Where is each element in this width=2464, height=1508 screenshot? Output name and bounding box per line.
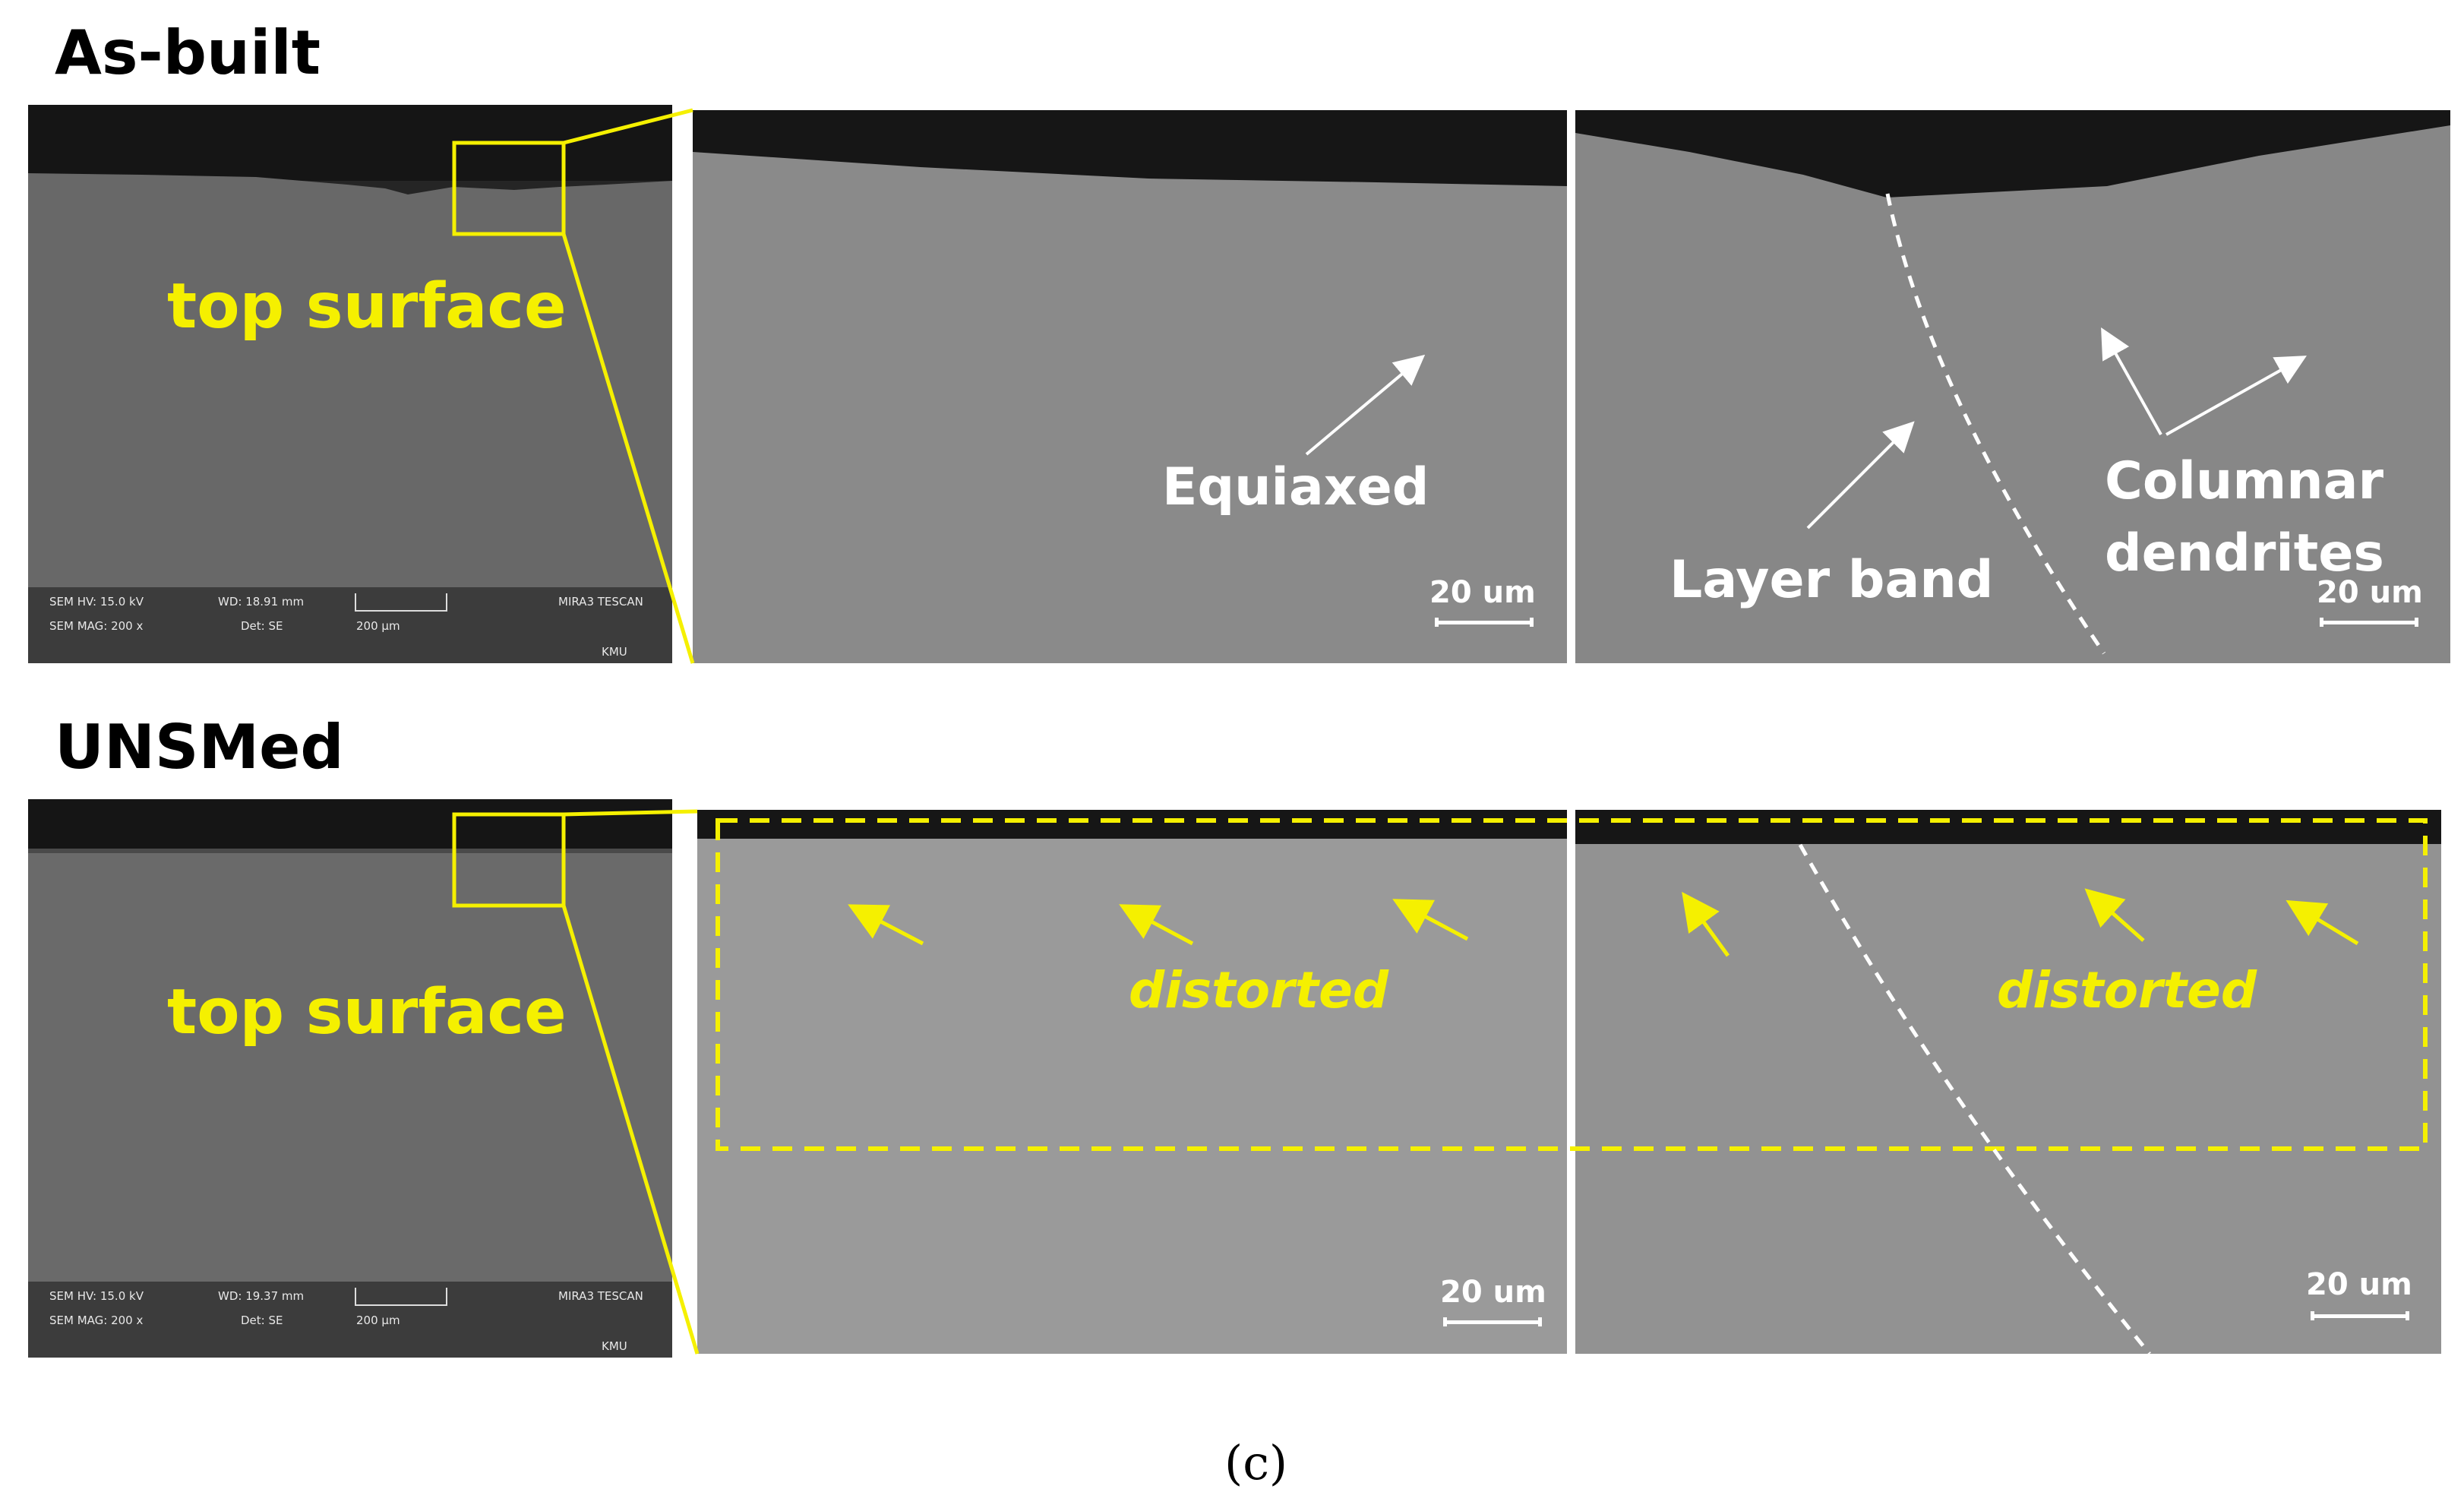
sem-det: Det: SE (241, 1314, 283, 1327)
scale-text: 20 um (2306, 1267, 2412, 1302)
sem-zoom-equiaxed: Equiaxed 20 um (693, 110, 1567, 663)
scale-bar (2320, 618, 2418, 627)
scale-text: 20 um (2317, 575, 2423, 610)
arrow-distorted (2286, 899, 2359, 946)
distorted-label: distorted (1129, 961, 1389, 1020)
arrow-layer-band (1806, 421, 1915, 530)
arrow-columnar-right (2165, 356, 2307, 436)
row-heading-unsmed: UNSMed (55, 712, 344, 782)
distorted-region-dashed (716, 818, 2428, 1151)
sem-brand: MIRA3 TESCAN (558, 1289, 643, 1303)
distorted-label: distorted (1997, 961, 2257, 1020)
sem-lab: KMU (602, 645, 627, 659)
sem-scale-ruler (355, 1288, 447, 1306)
zoom-line (561, 233, 695, 664)
overview-label: top surface (167, 976, 567, 1048)
layer-boundary-dashed (1885, 193, 2106, 655)
sem-hv: SEM HV: 15.0 kV (49, 1289, 144, 1303)
sem-overview-unsmed: top surface SEM HV: 15.0 kV WD: 19.37 mm… (28, 799, 672, 1358)
sem-scale-ruler (355, 593, 447, 612)
scale-bar (2311, 1311, 2409, 1320)
sem-wd: WD: 18.91 mm (218, 595, 305, 609)
zoom-line (563, 809, 698, 817)
layer-boundary-dashed (1798, 843, 2151, 1355)
arrow-equiaxed (1305, 354, 1426, 456)
columnar-label-line1: Columnar (2105, 451, 2384, 511)
arrow-distorted (1119, 904, 1194, 946)
sem-mag: SEM MAG: 200 x (49, 1314, 144, 1327)
layer-band-label: Layer band (1670, 550, 1994, 610)
sem-det: Det: SE (241, 619, 283, 633)
arrow-distorted (848, 904, 924, 946)
zoom-box (452, 812, 566, 908)
columnar-label-line2: dendrites (2105, 523, 2384, 583)
row-heading-as-built: As-built (55, 17, 321, 88)
sem-scale: 200 μm (356, 619, 400, 633)
arrow-columnar-left (2101, 327, 2162, 435)
scale-bar (1443, 1317, 1542, 1326)
sem-info-bar: SEM HV: 15.0 kV WD: 19.37 mm MIRA3 TESCA… (28, 1282, 672, 1358)
figure-caption: (c) (1224, 1435, 1288, 1491)
arrow-distorted (1682, 891, 1730, 957)
zoom-line (563, 108, 693, 145)
overview-label: top surface (167, 270, 567, 343)
scale-text: 20 um (1429, 575, 1536, 610)
sem-info-bar: SEM HV: 15.0 kV WD: 18.91 mm MIRA3 TESCA… (28, 587, 672, 663)
equiaxed-label: Equiaxed (1162, 457, 1429, 517)
zoom-line (561, 905, 700, 1355)
sem-scale: 200 μm (356, 1314, 400, 1327)
arrow-distorted (1392, 899, 1469, 941)
sem-mag: SEM MAG: 200 x (49, 619, 144, 633)
sem-zoom-layer-band: Layer band Columnar dendrites 20 um (1575, 110, 2450, 663)
scale-text: 20 um (1440, 1275, 1546, 1310)
sem-hv: SEM HV: 15.0 kV (49, 595, 144, 609)
sem-lab: KMU (602, 1339, 627, 1353)
sem-wd: WD: 19.37 mm (218, 1289, 305, 1303)
zoom-box (452, 141, 566, 236)
arrow-distorted (2084, 888, 2145, 942)
sem-brand: MIRA3 TESCAN (558, 595, 643, 609)
scale-bar (1435, 618, 1534, 627)
